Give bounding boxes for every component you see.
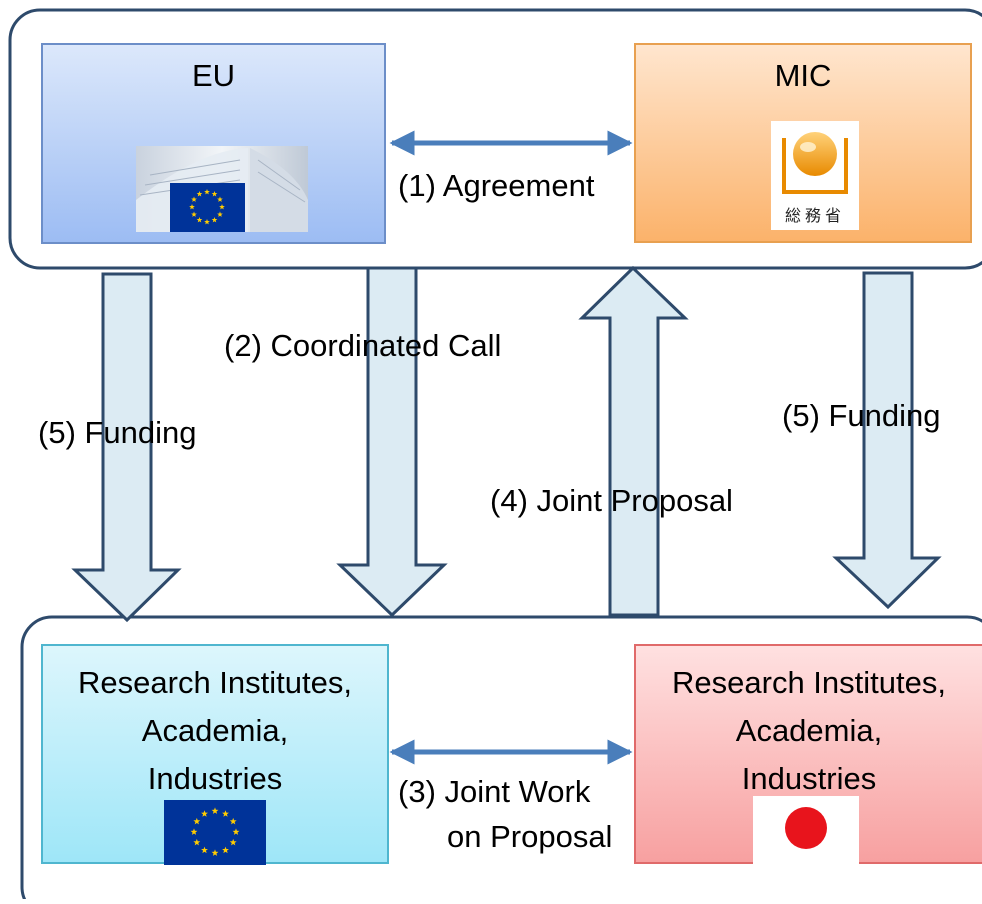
eu-star-icon [189,204,195,210]
coordinated-call-arrow [336,266,448,618]
eu-star-icon [217,211,223,217]
research-jp-text: Research Institutes, Academia, Industrie… [635,659,982,803]
eu-flag-icon [164,800,266,865]
funding-right-label: (5) Funding [782,398,941,433]
eu-star-icon [201,810,208,817]
eu-star-icon [222,810,229,817]
eu-star-icon [211,807,219,814]
mic-logo-icon [771,121,859,230]
funding-left-label: (5) Funding [38,415,197,450]
eu-building-icon [136,146,308,232]
eu-star-icon [211,191,218,197]
eu-star-icon [217,196,223,202]
research-jp-line2: Academia, [735,713,883,748]
research-eu-line3: Industries [147,761,283,796]
mic-title: MIC [774,58,832,93]
eu-star-icon [211,216,218,223]
coordinated-call-label: (2) Coordinated Call [224,328,502,363]
top-frame [8,8,982,270]
eu-star-icon [219,204,225,210]
eu-star-icon [190,828,198,835]
eu-star-icon [222,846,229,854]
eu-star-icon [211,849,219,856]
eu-star-icon [232,828,240,835]
research-jp-line3: Industries [741,761,877,796]
joint-proposal-label: (4) Joint Proposal [490,483,733,518]
joint-work-label-line1: (3) Joint Work [398,774,591,809]
eu-star-icon [196,191,203,197]
eu-star-icon [204,219,210,225]
eu-star-icon [196,216,203,223]
joint-proposal-arrow [578,265,689,617]
funding-left-arrow [71,272,182,623]
research-eu-line1: Research Institutes, [78,665,352,700]
eu-star-icon [204,189,210,195]
eu-star-icon [229,817,237,825]
agreement-label: (1) Agreement [398,168,595,203]
bottom-frame [20,615,982,904]
eu-star-icon [193,817,201,825]
eu-star-icon [193,838,201,846]
eu-title: EU [191,58,236,93]
eu-star-icon [201,846,208,854]
research-eu-text: Research Institutes, Academia, Industrie… [42,659,388,803]
joint-work-label-line2: on Proposal [447,819,613,854]
mic-logo-text: 総務省 [784,206,845,225]
research-eu-line2: Academia, [141,713,289,748]
research-jp-line1: Research Institutes, [672,665,946,700]
japan-flag-icon [753,796,859,866]
eu-star-icon [229,838,237,846]
funding-right-arrow [832,271,942,610]
eu-star-icon [191,211,197,217]
eu-star-icon [191,196,197,202]
